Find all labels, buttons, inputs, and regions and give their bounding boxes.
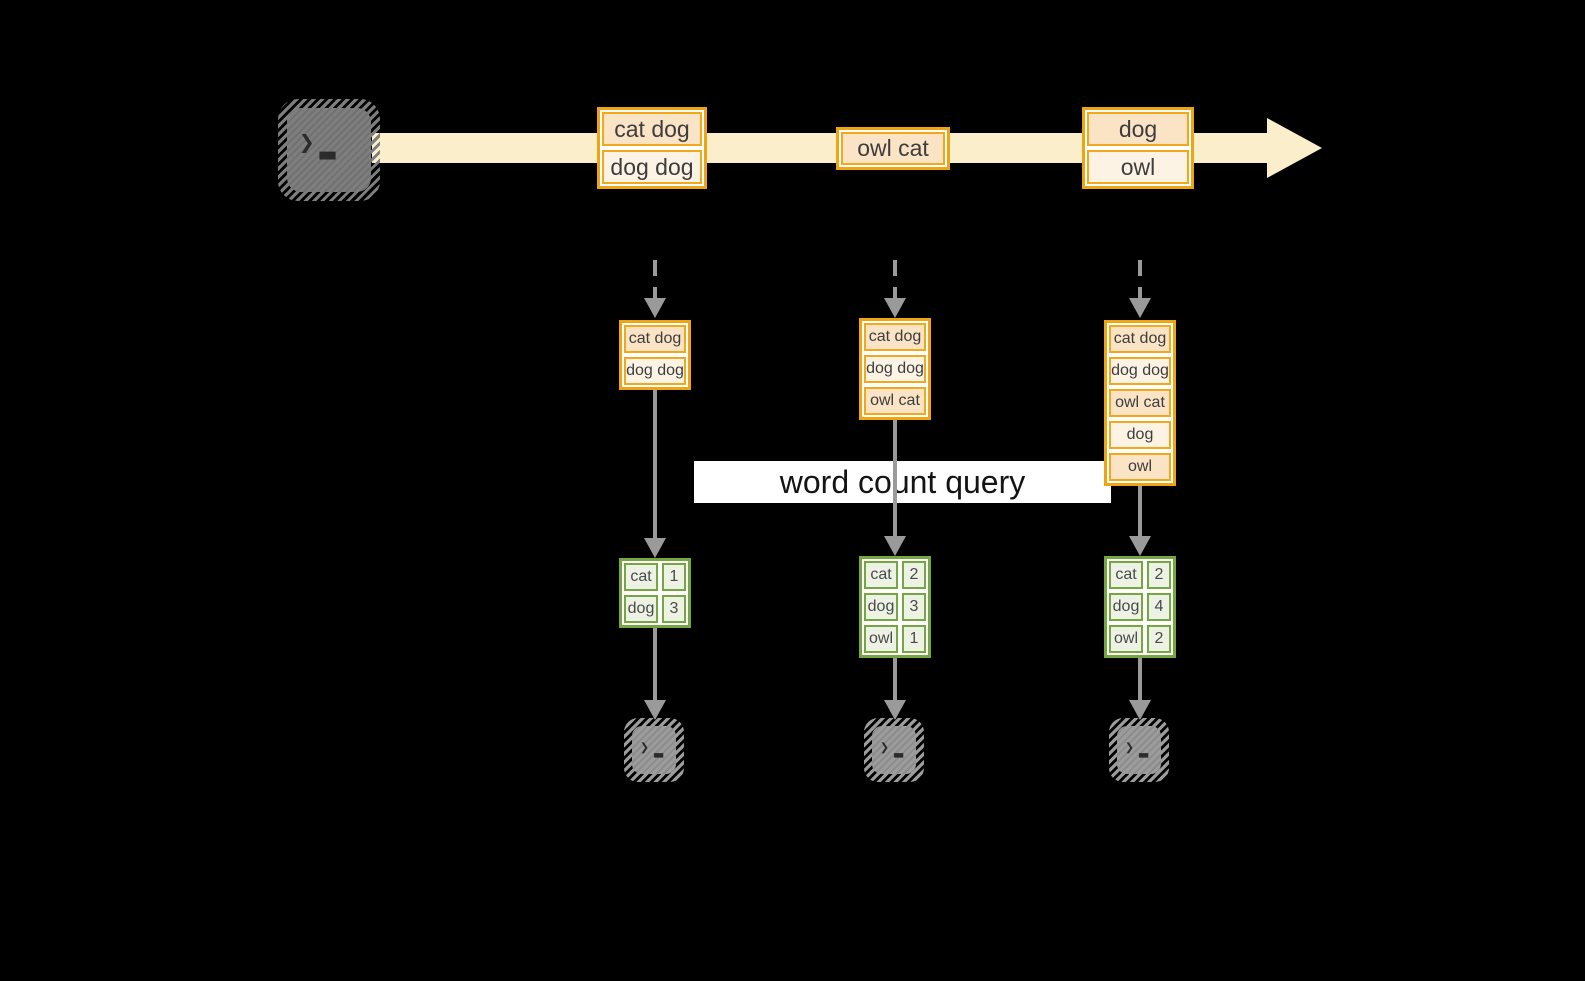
arrow-line [893,658,897,700]
chevron-icon: ❯ [299,128,315,158]
buffer-line: dog dog [864,355,926,383]
arrow-line [653,384,657,540]
arrow-line [1138,481,1142,536]
table-row: cat 1 [622,561,688,593]
dashed-arrow-line [1138,260,1142,298]
table-row: owl 1 [862,623,928,655]
terminal-prompt-icon: ❯▂ [1125,738,1149,758]
worker2-count-table: cat 2 dog 3 owl 1 [859,556,931,658]
count-cell: 1 [902,625,926,653]
arrowhead-icon [884,700,906,720]
sink-terminal-icon-3: ❯▂ [1109,718,1169,782]
table-row: dog 4 [1107,591,1173,623]
terminal-prompt-icon: ❯▂ [880,738,904,758]
terminal-prompt-icon: ❯▂ [640,738,664,758]
sink-terminal-icon-2: ❯▂ [864,718,924,782]
record-line: owl cat [841,132,945,165]
stream-record-1: cat dog dog dog [597,107,707,189]
buffer-line: cat dog [624,325,686,353]
buffer-line: owl [1109,453,1171,481]
word-cell: owl [864,625,898,653]
worker3-count-table: cat 2 dog 4 owl 2 [1104,556,1176,658]
buffer-line: owl cat [1109,389,1171,417]
count-cell: 4 [1147,593,1171,621]
count-cell: 2 [1147,561,1171,589]
word-cell: cat [624,563,658,591]
arrowhead-icon [644,538,666,558]
arrowhead-icon [1129,700,1151,720]
buffer-line: owl cat [864,387,926,415]
table-row: dog 3 [622,593,688,625]
arrow-line [893,413,897,536]
record-line: dog [1087,112,1189,146]
worker1-count-table: cat 1 dog 3 [619,558,691,628]
arrowhead-icon [884,298,906,318]
dashed-arrow-line [893,260,897,298]
buffer-line: cat dog [1109,325,1171,353]
count-cell: 1 [662,563,686,591]
sink-terminal-icon-1: ❯▂ [624,718,684,782]
count-cell: 3 [902,593,926,621]
chevron-icon: ❯ [1125,738,1135,756]
buffer-line: cat dog [864,323,926,351]
query-banner: word count query [694,461,1111,503]
record-line: owl [1087,150,1189,184]
terminal-icon: ❯▂ [1117,726,1161,774]
dashed-arrow-line [653,260,657,298]
buffer-line: dog dog [624,357,686,385]
arrowhead-icon [1129,536,1151,556]
table-row: owl 2 [1107,623,1173,655]
terminal-icon: ❯▂ [872,726,916,774]
word-cell: dog [864,593,898,621]
stream-record-2: owl cat [836,127,950,170]
terminal-prompt-icon: ❯▂ [299,128,336,160]
word-cell: cat [864,561,898,589]
buffer-line: dog dog [1109,357,1171,385]
arrowhead-icon [884,536,906,556]
word-cell: dog [1109,593,1143,621]
worker1-buffer: cat dog dog dog [619,320,691,390]
stream-record-3: dog owl [1082,107,1194,189]
count-cell: 3 [662,595,686,623]
arrowhead-icon [1129,298,1151,318]
record-line: dog dog [602,150,702,184]
table-row: cat 2 [1107,559,1173,591]
chevron-icon: ❯ [880,738,890,756]
word-cell: dog [624,595,658,623]
arrow-line [653,628,657,700]
source-terminal-icon: ❯▂ [278,99,380,201]
stream-arrowhead-icon [1267,118,1322,178]
arrowhead-icon [644,298,666,318]
chevron-icon: ❯ [640,738,650,756]
cursor-icon: ▂ [894,740,904,758]
buffer-line: dog [1109,421,1171,449]
terminal-icon: ❯▂ [287,108,371,192]
table-row: cat 2 [862,559,928,591]
count-cell: 2 [902,561,926,589]
arrow-line [1138,658,1142,700]
table-row: dog 3 [862,591,928,623]
cursor-icon: ▂ [319,130,336,160]
worker2-buffer: cat dog dog dog owl cat [859,318,931,420]
worker3-buffer: cat dog dog dog owl cat dog owl [1104,320,1176,486]
query-banner-label: word count query [779,463,1026,500]
cursor-icon: ▂ [654,740,664,758]
arrowhead-icon [644,700,666,720]
record-line: cat dog [602,112,702,146]
word-cell: cat [1109,561,1143,589]
count-cell: 2 [1147,625,1171,653]
terminal-icon: ❯▂ [632,726,676,774]
cursor-icon: ▂ [1139,740,1149,758]
word-cell: owl [1109,625,1143,653]
